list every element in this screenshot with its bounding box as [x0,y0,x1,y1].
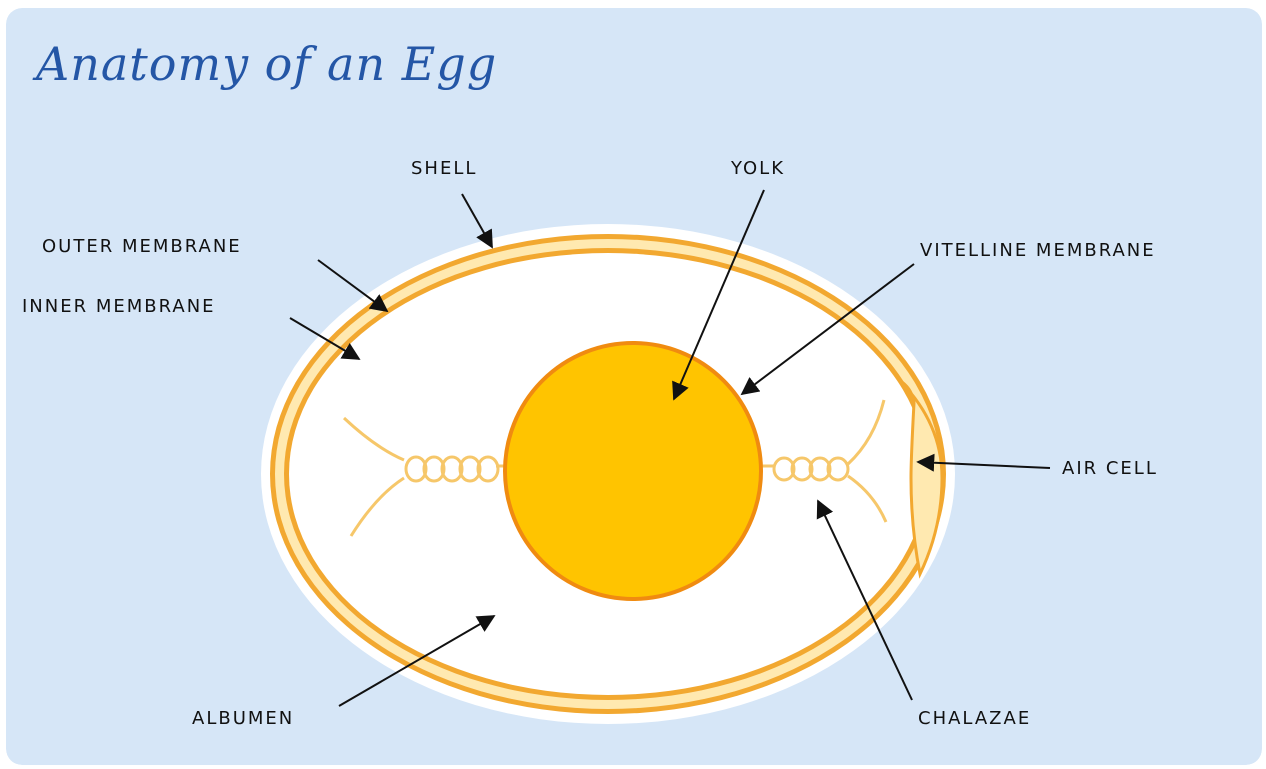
label-air-cell: AIR CELL [1062,458,1158,479]
label-shell: SHELL [411,158,477,179]
diagram-canvas: Anatomy of an Egg [6,8,1262,765]
label-yolk: YOLK [730,158,785,179]
label-inner-membrane: INNER MEMBRANE [22,296,216,317]
egg-yolk [505,343,761,599]
label-chalazae: CHALAZAE [918,708,1031,729]
label-vitelline-membrane: VITELLINE MEMBRANE [920,240,1156,261]
diagram-title: Anatomy of an Egg [32,37,497,91]
label-albumen: ALBUMEN [192,708,294,729]
label-outer-membrane: OUTER MEMBRANE [42,236,242,257]
egg-anatomy-diagram: Anatomy of an Egg [6,8,1262,765]
